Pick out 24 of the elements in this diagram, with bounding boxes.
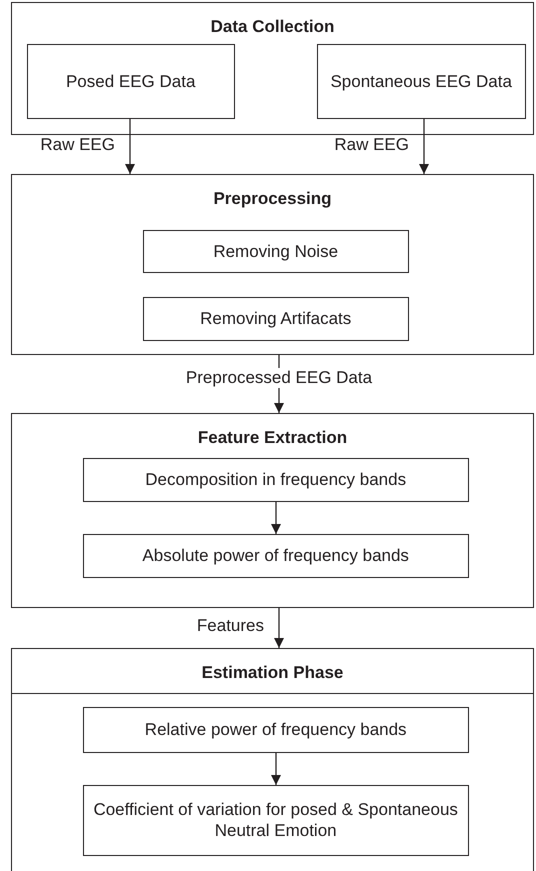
stage-panel <box>11 413 534 608</box>
stage-panel <box>11 2 534 135</box>
arrow <box>419 119 429 174</box>
stage-panel <box>11 648 534 871</box>
process-box: Coefficient of variation for posed & Spontaneous Neutral Emotion <box>82 784 469 856</box>
stage-heading: Feature Extraction <box>196 427 348 449</box>
stage-heading: Data Collection <box>210 16 336 38</box>
process-box: Spontaneous EEG Data <box>316 44 526 119</box>
process-box: Relative power of frequency bands <box>82 706 469 753</box>
stage-panel <box>11 174 534 355</box>
stage-heading: Estimation Phase <box>12 649 533 694</box>
process-box: Posed EEG Data <box>26 44 235 119</box>
process-box: Removing Artifacats <box>142 296 409 341</box>
process-box: Removing Noise <box>142 230 409 273</box>
arrow <box>271 753 281 785</box>
stage-heading: Preprocessing <box>212 188 333 210</box>
arrow <box>125 119 135 174</box>
arrow <box>274 608 284 648</box>
edge-label: Features <box>196 616 264 636</box>
process-box: Decomposition in frequency bands <box>82 458 469 502</box>
edge-label: Raw EEG <box>40 134 115 154</box>
arrow <box>271 502 281 534</box>
process-box: Absolute power of frequency bands <box>82 534 469 578</box>
edge-label: Raw EEG <box>334 134 409 154</box>
